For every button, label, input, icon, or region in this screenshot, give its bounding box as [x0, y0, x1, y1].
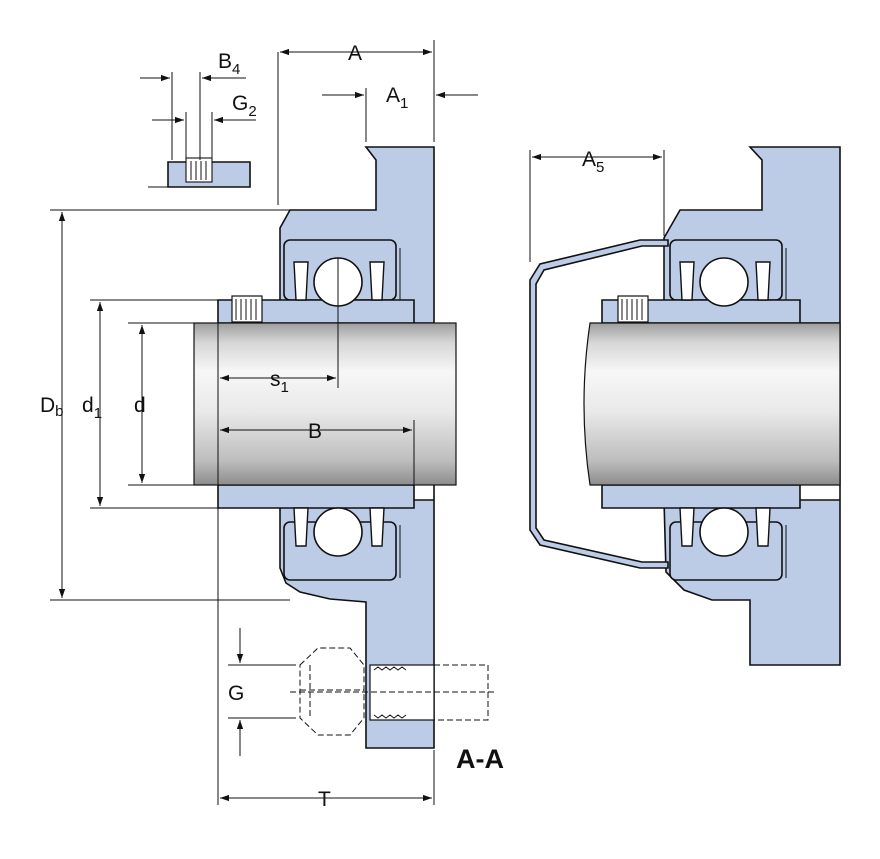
shaft-icon [193, 322, 457, 486]
end-cover [529, 239, 669, 569]
dimension-labels: A A1 B4 G2 A5 Db d1 d s1 B G T A-A [40, 42, 604, 811]
bearing-ball-icon [699, 507, 749, 557]
label-A5: A5 [582, 148, 604, 176]
label-s1: s1 [270, 368, 289, 396]
shaft-icon [583, 322, 841, 486]
label-A: A [348, 42, 362, 65]
label-d1: d1 [82, 394, 102, 422]
inner-ring-bottom [217, 484, 415, 509]
set-screw-icon [231, 295, 263, 323]
label-B: B [308, 420, 322, 443]
label-Db: Db [40, 394, 64, 420]
label-G2: G2 [232, 92, 257, 120]
section-title: A-A [456, 744, 504, 774]
label-G: G [228, 682, 244, 705]
left-section-view [50, 40, 494, 805]
label-A1: A1 [386, 84, 408, 112]
bearing-ball-icon [313, 507, 363, 557]
bolt-icon [290, 647, 494, 736]
label-B4: B4 [218, 50, 240, 78]
set-screw-icon [617, 295, 649, 323]
bearing-ball-icon [699, 257, 749, 307]
label-T: T [318, 788, 331, 811]
right-section-view [529, 146, 841, 666]
label-d: d [134, 394, 146, 417]
detail-grease-nipple [148, 157, 251, 188]
